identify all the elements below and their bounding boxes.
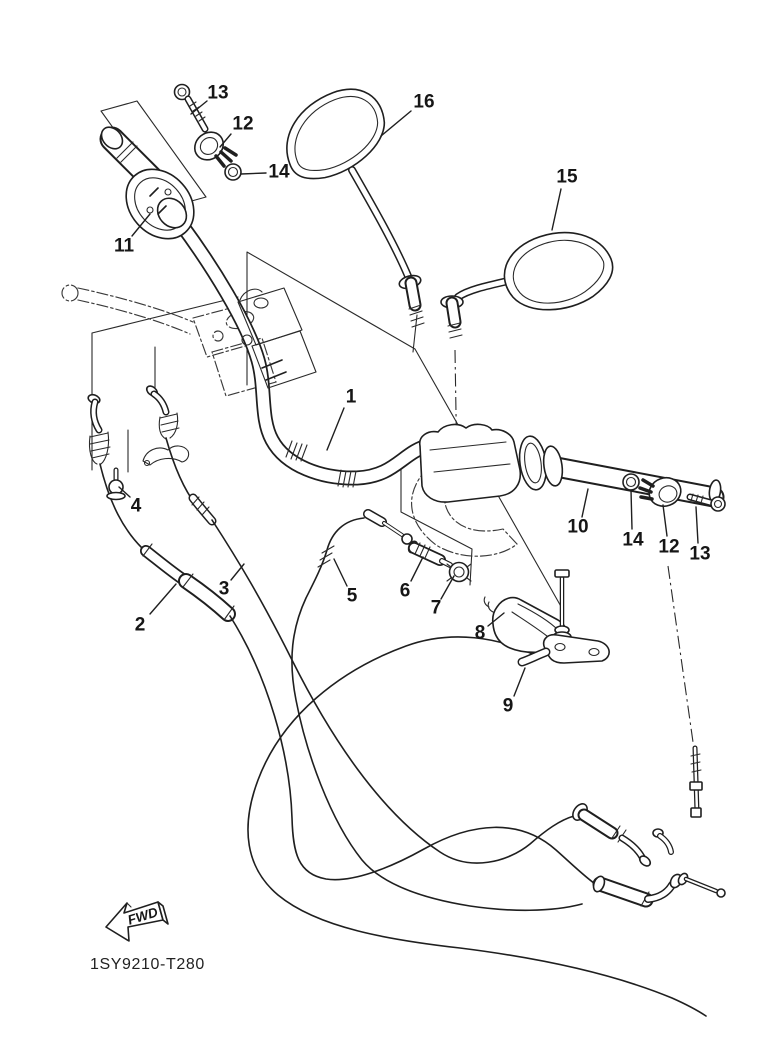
callout-label-8: 8: [475, 623, 486, 644]
callout-label-1: 1: [346, 387, 357, 408]
callout-leader-14-left: [240, 172, 267, 175]
callout-leader-15: [551, 188, 562, 231]
callout-leader-9: [513, 667, 526, 697]
cable-bracket-art: [517, 569, 610, 667]
callout-label-4: 4: [131, 496, 142, 517]
cables-art: [87, 385, 707, 1017]
part-code-text: 1SY9210-T280: [90, 956, 205, 973]
callout-leader-1: [326, 407, 345, 451]
handlebar-clamp-art: [237, 287, 317, 389]
callout-label-14-right: 14: [622, 530, 644, 551]
callout-leader-10: [581, 488, 589, 518]
callout-label-2: 2: [135, 615, 146, 636]
fwd-arrow: FWD: [105, 901, 169, 942]
left-bar-end-parts-art: [173, 83, 242, 181]
callout-leader-3: [230, 563, 245, 581]
mirror-right-art: [440, 231, 614, 339]
callout-leader-11: [131, 213, 151, 237]
callout-leader-12-right: [662, 504, 668, 537]
right-bar-end-parts-art: [622, 473, 726, 512]
cable-end-fittings-art: [572, 745, 726, 908]
callout-leader-2: [149, 583, 177, 615]
callout-leader-13-left: [190, 100, 208, 115]
callout-leader-12-left: [219, 133, 232, 148]
callout-label-16: 16: [413, 92, 434, 113]
callout-label-5: 5: [347, 586, 358, 607]
callout-leader-14-right: [630, 489, 633, 530]
callout-leader-16: [380, 110, 412, 137]
handlebar-art: [173, 215, 468, 488]
callout-leader-7: [440, 575, 455, 600]
callout-leader-6: [410, 556, 424, 582]
callout-label-12-right: 12: [658, 537, 679, 558]
callout-label-9: 9: [503, 696, 514, 717]
center-small-parts-art: [106, 445, 568, 654]
callout-label-13-left: 13: [207, 83, 228, 104]
callout-label-6: 6: [400, 581, 411, 602]
callout-label-11: 11: [114, 236, 135, 257]
callout-label-7: 7: [431, 598, 442, 619]
callout-leader-4: [118, 486, 131, 498]
callout-label-15: 15: [556, 167, 578, 188]
mirror-left-art: [286, 88, 425, 328]
callout-leader-5: [333, 558, 348, 587]
callout-label-12-left: 12: [232, 114, 253, 135]
callout-leader-8: [487, 612, 505, 627]
left-grip-art: [99, 126, 195, 240]
handlebar-knurl-marks: [285, 440, 357, 488]
callout-label-13-right: 13: [689, 544, 710, 565]
callout-leader-13-right: [695, 506, 699, 544]
callout-label-14-left: 14: [268, 162, 290, 183]
callout-label-3: 3: [219, 579, 230, 600]
callout-label-10: 10: [567, 517, 588, 538]
